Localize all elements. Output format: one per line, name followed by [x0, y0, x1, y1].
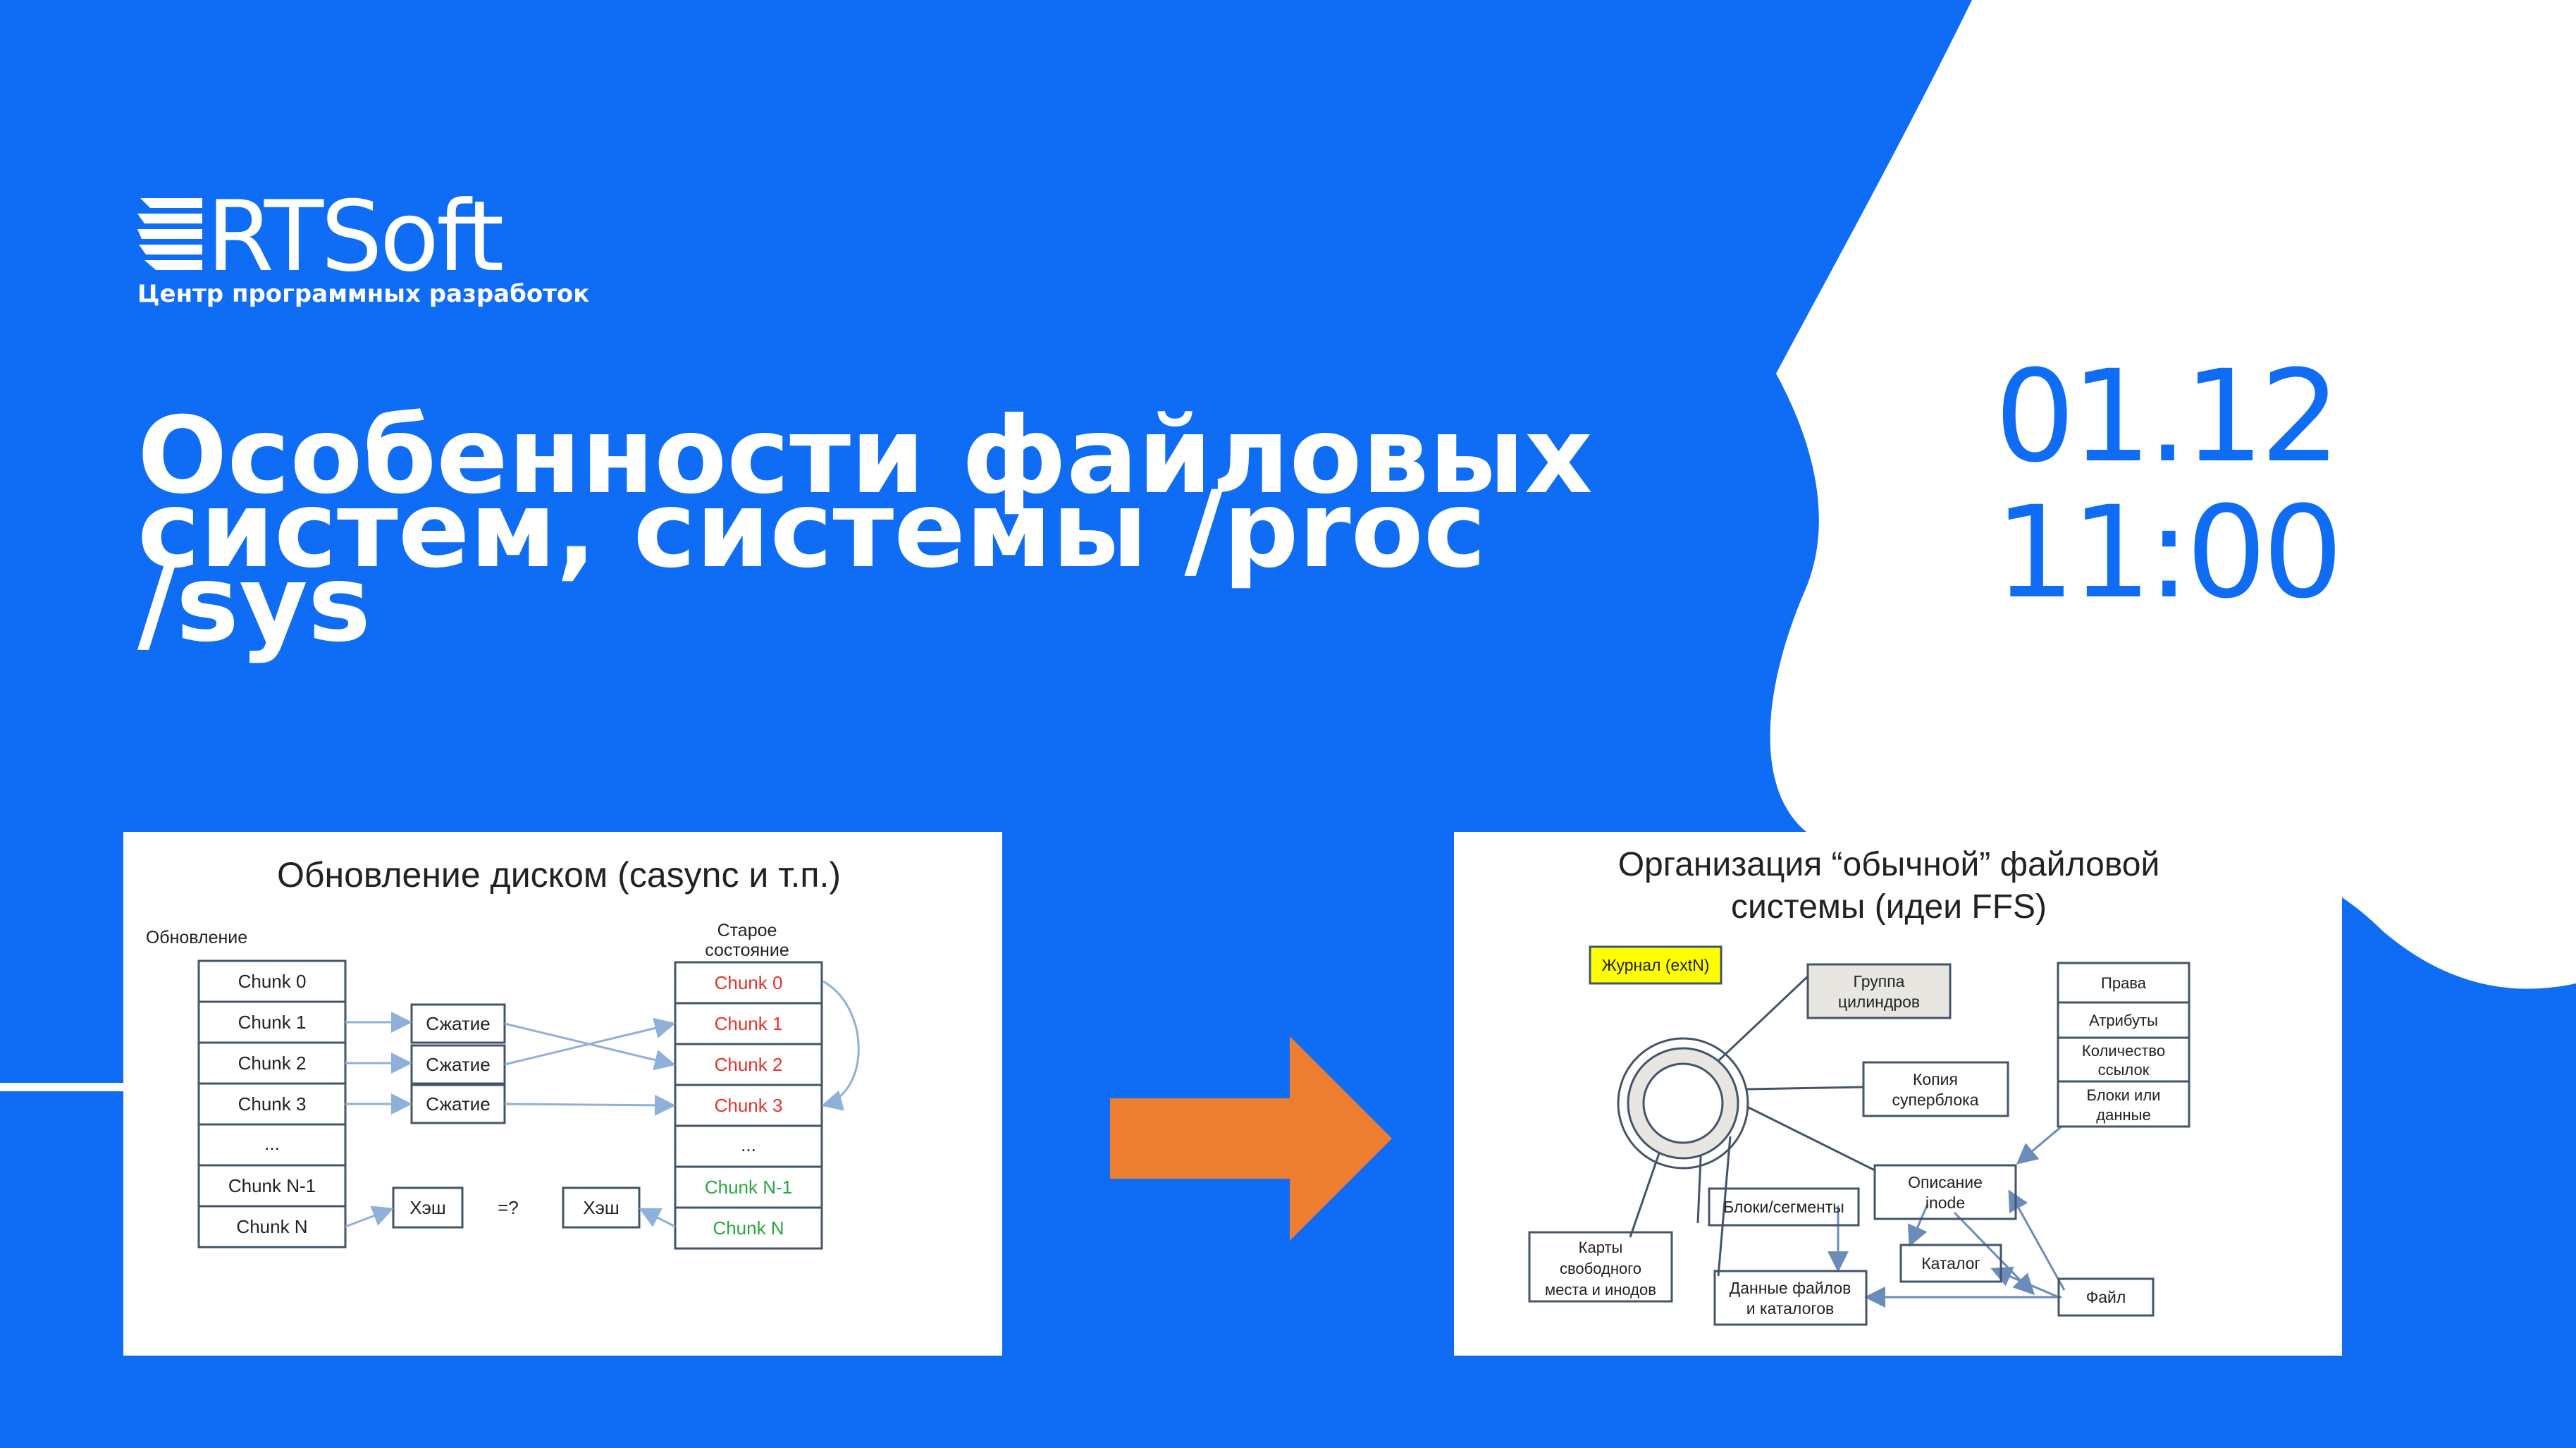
event-date: 01.12 — [1995, 343, 2341, 491]
free-maps-label-2: свободного — [1560, 1260, 1641, 1277]
new-chunk: Chunk 0 — [238, 971, 307, 992]
hash-label-old: Хэш — [583, 1197, 619, 1218]
inode-description-box — [1873, 1164, 2017, 1220]
logo-subtitle: Центр программных разработок — [137, 280, 590, 308]
disk-rings-icon — [1617, 1037, 1749, 1170]
cylinder-group-label-1: Группа — [1854, 972, 1905, 990]
attr-attributes: Атрибуты — [2089, 1012, 2158, 1029]
update-label: Обновление — [146, 928, 247, 947]
compress-label: Сжатие — [426, 1013, 491, 1034]
attr-links-1: Количество — [2082, 1042, 2165, 1060]
connector-arrows — [345, 980, 860, 1228]
left-accent-line — [0, 1083, 123, 1091]
attr-blocks-1: Блоки или — [2087, 1086, 2161, 1104]
file-label: Файл — [2086, 1288, 2126, 1306]
inode-attributes-stack — [2057, 962, 2190, 1128]
event-time: 11:00 — [1995, 479, 2343, 627]
title-line-2: систем, системы /proc — [137, 469, 1486, 591]
hash-label-new: Хэш — [409, 1197, 445, 1218]
compress-label: Сжатие — [426, 1054, 491, 1075]
logo-sunburst-icon — [137, 198, 202, 270]
compress-label: Сжатие — [426, 1093, 491, 1115]
catalog-label: Каталог — [1921, 1254, 1980, 1272]
slide-ffs-organization: Организация “обычной” файловой системы (… — [1454, 832, 2342, 1356]
free-maps-box — [1528, 1231, 1673, 1303]
slide-right-title-line2: системы (идеи FFS) — [1731, 888, 2047, 926]
file-data-label-1: Данные файлов — [1730, 1279, 1851, 1297]
catalog-box — [1899, 1244, 2002, 1283]
superblock-copy-label-2: суперблока — [1892, 1091, 1978, 1109]
file-data-box — [1713, 1270, 1868, 1326]
old-chunk: Chunk 0 — [715, 972, 783, 993]
free-maps-label-3: места и инодов — [1545, 1281, 1656, 1299]
slide-disk-update: Обновление диском (casync и т.п.) Обновл… — [123, 832, 1002, 1356]
old-chunk: Chunk 2 — [715, 1054, 783, 1075]
old-chunk: Chunk N — [713, 1217, 784, 1239]
diagram-arrows — [1828, 1125, 2066, 1308]
attr-links-2: ссылок — [2098, 1061, 2150, 1079]
attr-rights: Права — [2101, 974, 2147, 992]
blocks-segments-box — [1708, 1187, 1860, 1227]
title-line-3: /sys — [137, 543, 371, 665]
file-box — [2057, 1277, 2155, 1317]
old-chunk: Chunk 1 — [715, 1013, 783, 1034]
old-chunk: Chunk 3 — [715, 1095, 783, 1116]
slide-left-title: Обновление диском (casync и т.п.) — [277, 855, 841, 895]
file-data-label-2: и каталогов — [1746, 1299, 1835, 1318]
attr-blocks-2: данные — [2096, 1106, 2150, 1124]
old-state-label-1: Старое — [717, 921, 777, 940]
ffs-diagram: Организация “обычной” файловой системы (… — [1528, 846, 2190, 1326]
old-chunk: Chunk N-1 — [705, 1177, 792, 1198]
webinar-title: Особенности файловых систем, системы /pr… — [137, 395, 1688, 665]
new-chunk: Chunk 3 — [238, 1093, 307, 1115]
disk-update-diagram: Обновление диском (casync и т.п.) Обновл… — [146, 855, 860, 1250]
superblock-copy-box — [1862, 1061, 2009, 1117]
inode-description-label-2: inode — [1925, 1194, 1965, 1212]
new-chunk: ... — [264, 1133, 280, 1154]
cylinder-group-label-2: цилиндров — [1838, 993, 1920, 1011]
old-state-label-2: состояние — [705, 940, 789, 960]
new-chunk: Chunk 2 — [238, 1053, 307, 1074]
new-chunk: Chunk N-1 — [228, 1175, 316, 1196]
cylinder-group-box — [1806, 963, 1952, 1019]
logo-wordmark: RTSoft — [207, 180, 504, 293]
title-line-1: Особенности файловых — [137, 395, 1593, 517]
blocks-segments-label: Блоки/сегменты — [1723, 1198, 1844, 1216]
superblock-copy-label-1: Копия — [1913, 1070, 1958, 1088]
journal-box — [1589, 945, 1723, 985]
new-chunk: Chunk 1 — [238, 1012, 307, 1033]
orange-right-arrow — [1110, 1036, 1392, 1241]
compare-label: =? — [498, 1197, 519, 1218]
inode-description-label-1: Описание — [1908, 1173, 1983, 1191]
journal-label: Журнал (extN) — [1602, 956, 1710, 974]
old-chunk: ... — [741, 1134, 756, 1155]
slide-right-title-line1: Организация “обычной” файловой — [1618, 846, 2160, 883]
free-maps-label-1: Карты — [1579, 1239, 1623, 1256]
new-chunk: Chunk N — [236, 1216, 307, 1237]
